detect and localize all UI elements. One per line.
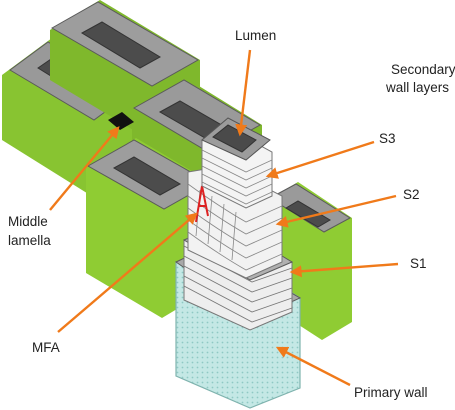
- s2-arrow: [275, 194, 397, 228]
- middle-lamella-label-line1: Middle: [8, 214, 48, 229]
- annotation-arrows: [49, 49, 399, 387]
- s3-arrow: [265, 140, 375, 179]
- primary-wall-label: Primary wall: [354, 385, 428, 400]
- s1-label: S1: [410, 256, 427, 271]
- middle-lamella-arrow: [49, 126, 120, 211]
- s2-label: S2: [403, 187, 420, 202]
- lumen-arrow: [235, 49, 252, 137]
- mfa-arrow: [57, 212, 198, 333]
- mfa-label: MFA: [32, 340, 60, 355]
- secondary-wall-label-line2: wall layers: [385, 80, 449, 95]
- s1-arrow: [289, 262, 399, 278]
- s3-label: S3: [379, 131, 396, 146]
- lumen-label: Lumen: [235, 28, 276, 43]
- secondary-wall-label-line1: Secondary: [391, 62, 455, 77]
- primary-wall-arrow: [275, 346, 351, 387]
- s3-layer: [201, 117, 273, 209]
- middle-lamella-label-line2: lamella: [8, 233, 51, 248]
- middle-lamella-junction: [108, 112, 134, 130]
